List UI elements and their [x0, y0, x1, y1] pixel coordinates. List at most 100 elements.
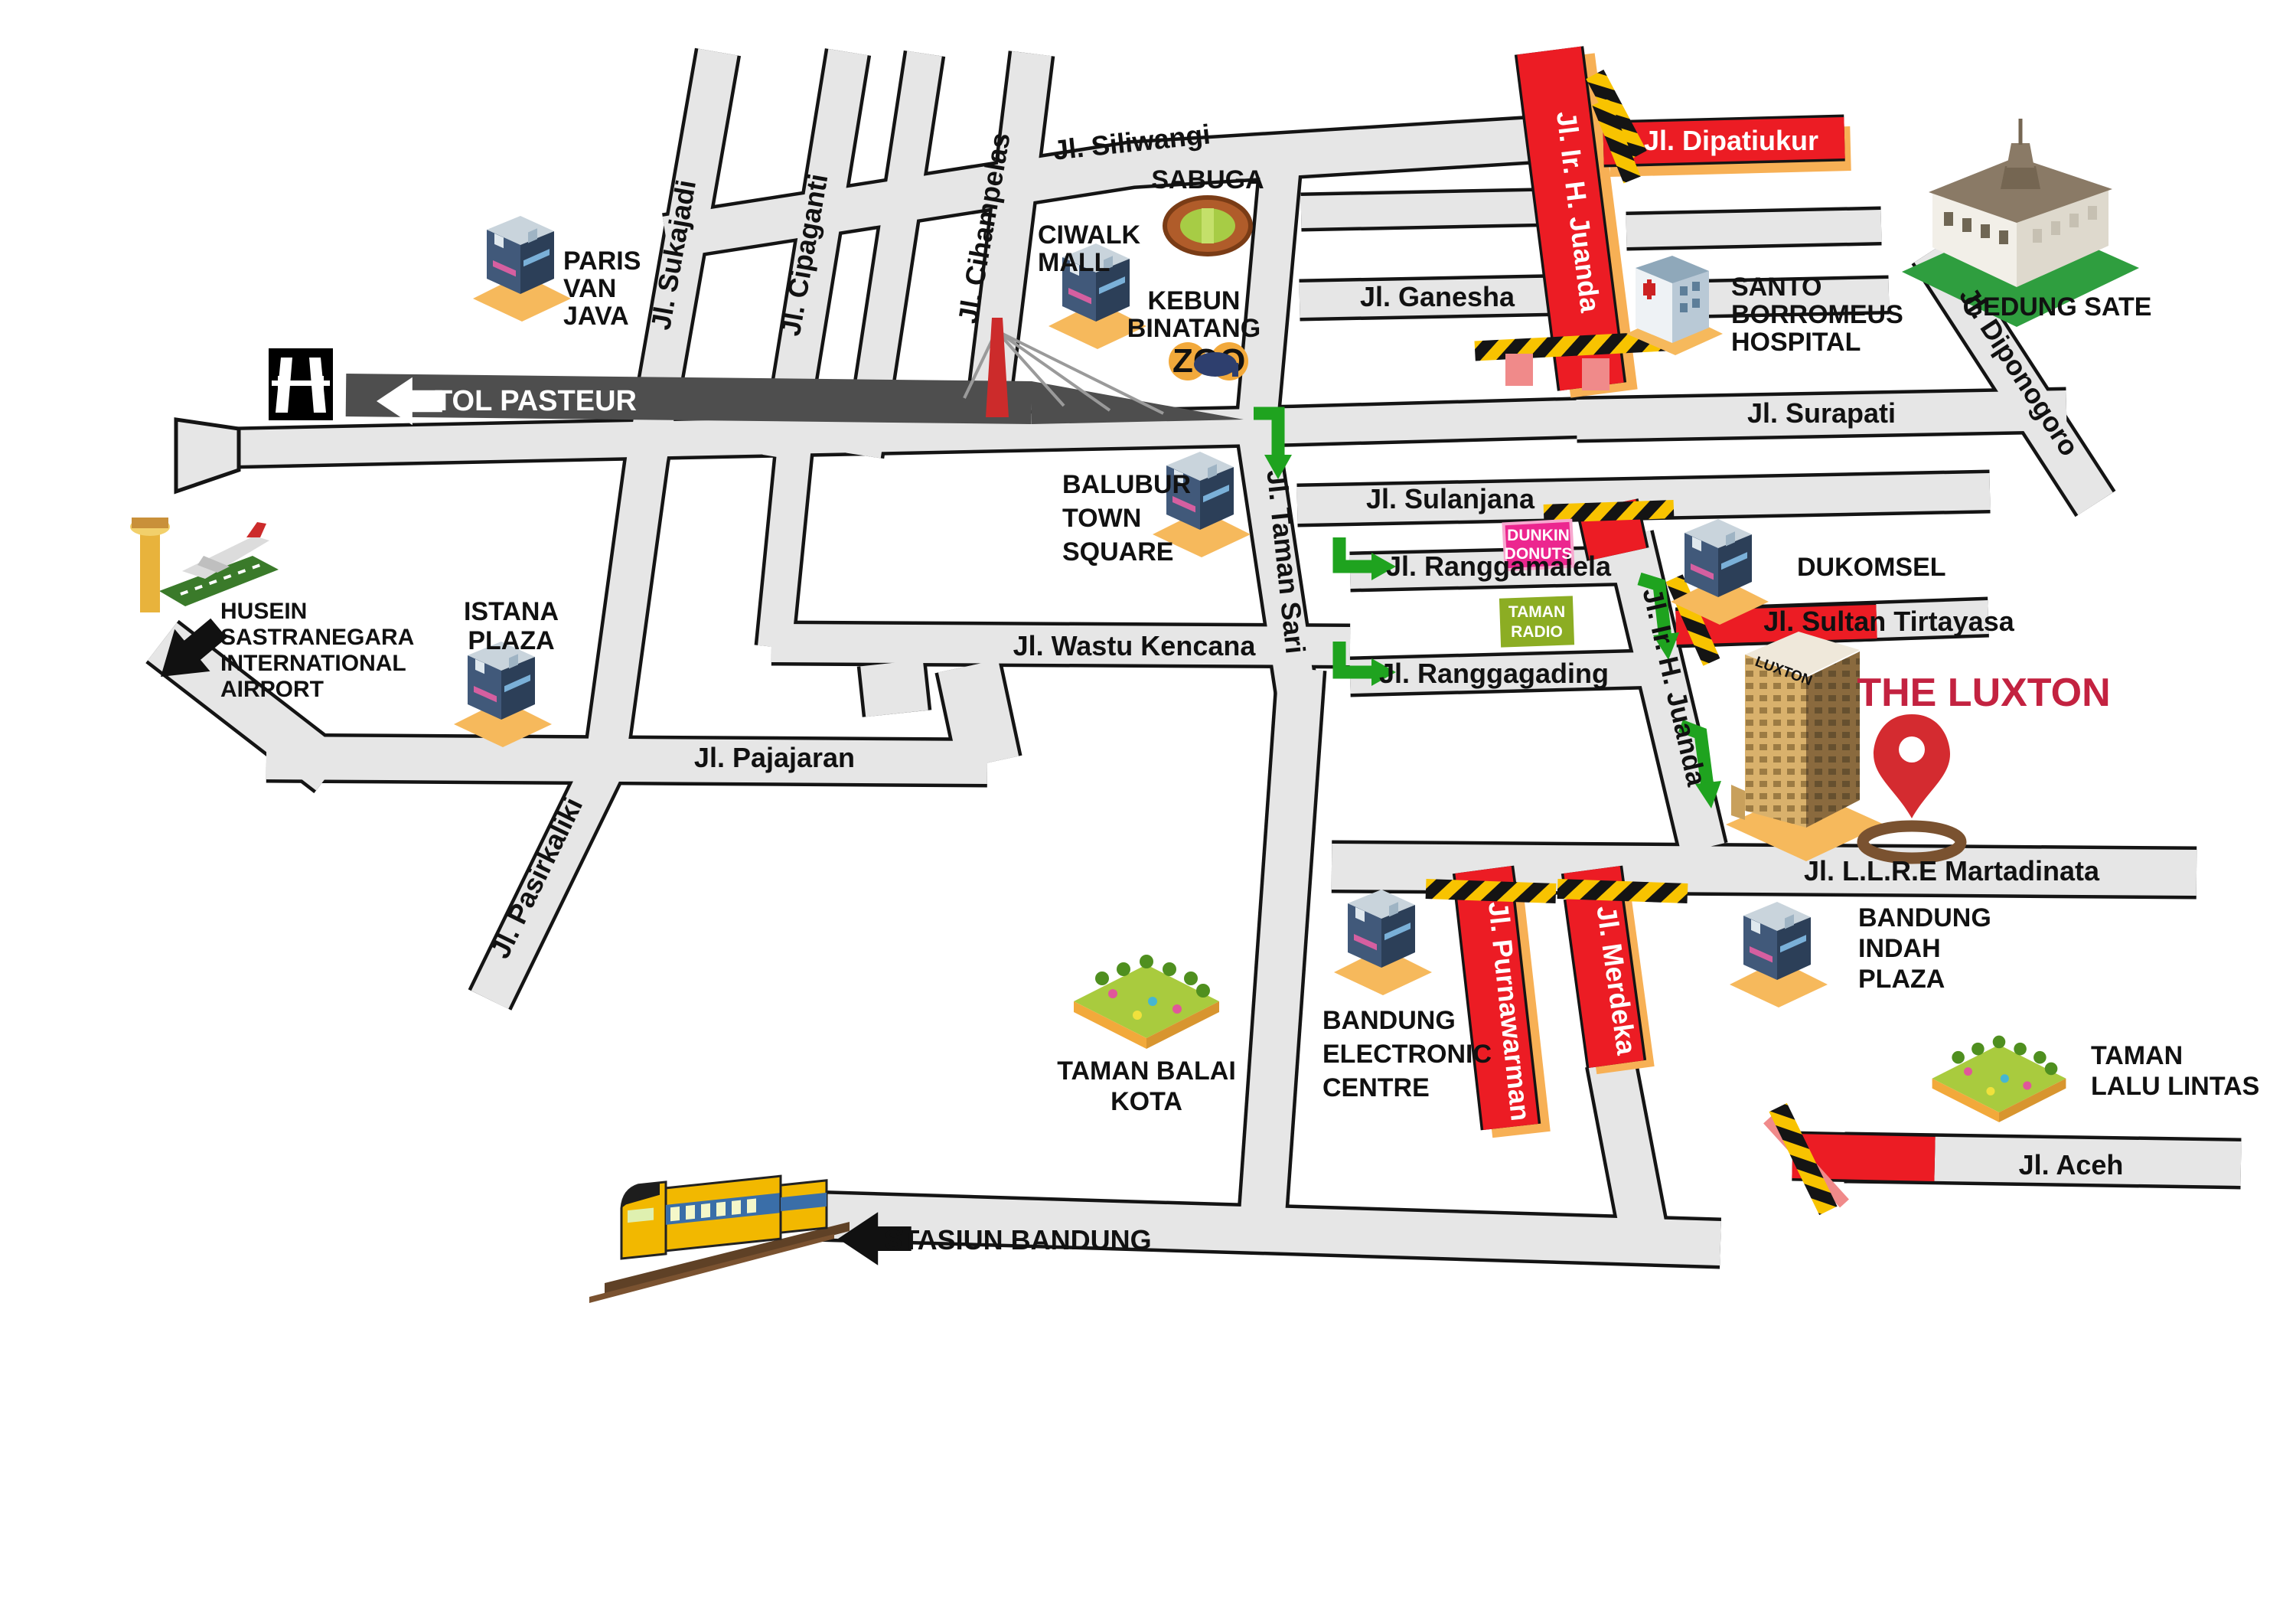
road-sukajadi: [585, 48, 738, 770]
bec-icon: [1334, 890, 1432, 995]
road-dipatiukur: [1603, 117, 1845, 165]
road-surapati: [1576, 390, 2067, 439]
arrowhead-ranggagading: [1371, 658, 1396, 686]
pasteur-ramp-west: [174, 417, 241, 495]
label-taman-radio-1: TAMAN: [1508, 603, 1565, 621]
label-bec-2: ELECTRONIC: [1322, 1040, 1492, 1069]
bridge-icon: [963, 318, 1164, 417]
hazard-juanda-bottom: [1474, 331, 1667, 361]
label-ganesha: Jl. Ganesha: [1360, 281, 1515, 312]
label-bec-1: BANDUNG: [1322, 1006, 1456, 1035]
label-lalu-lintas-2: LALU LINTAS: [2091, 1072, 2259, 1101]
label-martadinata: Jl. L.L.R.E Martadinata: [1804, 855, 2100, 887]
label-borromeus-2: BORROMEUS: [1731, 300, 1903, 329]
label-the-luxton: THE LUXTON: [1857, 671, 2110, 715]
road-pasteur-frontage: [233, 400, 1600, 465]
dunkin-donuts-box: [1502, 518, 1575, 572]
arrow-juanda-1: [1637, 572, 1672, 639]
road-taman-sari: [1237, 155, 1316, 696]
label-balubur-2: TOWN: [1062, 504, 1141, 533]
pink-tab-1: [1505, 354, 1533, 386]
hazard-aceh: [1769, 1102, 1838, 1216]
hazard-dipatiukur: [1592, 98, 1641, 184]
train-icon: [589, 1174, 850, 1303]
road-purnawarman: [1457, 892, 1538, 1131]
road-ranggagading: [1349, 652, 1645, 694]
road-wastu-stub: [860, 659, 928, 717]
label-airport-1: HUSEIN: [220, 599, 307, 624]
road-ganesha: [1299, 277, 1576, 318]
route-arrows: [1254, 407, 1721, 808]
label-ciwalk-2: MALL: [1038, 248, 1110, 277]
label-istana-2: PLAZA: [468, 626, 554, 655]
label-bip-1: BANDUNG: [1858, 903, 1991, 932]
label-borromeus-3: HOSPITAL: [1731, 328, 1861, 357]
label-ciwalk-1: CIWALK: [1038, 220, 1141, 250]
taman-lalu-lintas-icon: [1932, 1035, 2066, 1122]
road-block-e1: [1626, 210, 1882, 247]
label-pvj-3: JAVA: [563, 302, 629, 331]
label-tol-pasteur: TOL PASTEUR: [435, 385, 637, 417]
label-dukomsel: DUKOMSEL: [1797, 553, 1946, 582]
hospital-icon: [1626, 256, 1723, 355]
tol-pasteur-band: [345, 374, 1032, 424]
road-station-link: [1239, 667, 1323, 1238]
label-pvj-1: PARIS: [563, 247, 641, 276]
label-dipatiukur: Jl. Dipatiukur: [1644, 125, 1818, 156]
taman-balai-kota-icon: [1074, 955, 1219, 1049]
hazard-dunkin-junction: [1543, 500, 1675, 523]
road-wastu-kencana: [771, 624, 1351, 665]
label-pajajaran: Jl. Pajajaran: [694, 742, 855, 773]
arrowhead-tamansari: [1264, 455, 1292, 479]
label-dunkin-1: DUNKIN: [1507, 527, 1570, 544]
label-istana-1: ISTANA: [464, 597, 559, 626]
label-sabuga: SABUGA: [1151, 165, 1264, 194]
road-juanda-lower: [1606, 531, 1725, 854]
label-balai-kota-1: TAMAN BALAI: [1057, 1056, 1236, 1086]
road-fills: [148, 48, 2242, 1265]
road-martadinata: [1331, 844, 2197, 896]
zoo-icon: ZOO: [1169, 342, 1248, 380]
label-sultan-tirtayasa: Jl. Sultan Tirtayasa: [1763, 606, 2014, 637]
luxton-building-icon: LUXTON: [1726, 632, 1884, 861]
gedung-sate-icon: [1902, 119, 2139, 327]
hazard-juanda-top: [1586, 69, 1647, 161]
bip-icon: [1730, 902, 1828, 1007]
label-gedung-sate: GEDUNG SATE: [1963, 292, 2152, 322]
road-juanda-upper: [1517, 46, 1624, 391]
arrowhead-juanda-2: [1695, 781, 1721, 808]
paris-van-java-icon: [473, 216, 571, 322]
label-balubur-1: BALUBUR: [1062, 470, 1191, 499]
luxton-pin-icon: [1857, 714, 1967, 864]
hazard-purnawarman: [1425, 879, 1557, 903]
sabuga-icon: [1163, 195, 1253, 256]
label-stasiun-bandung: STASIUN BANDUNG: [884, 1224, 1151, 1256]
arrowhead-ranggamalela: [1371, 553, 1396, 580]
label-aceh: Jl. Aceh: [2019, 1149, 2124, 1181]
label-balubur-3: SQUARE: [1062, 537, 1173, 567]
label-ranggamalela: Jl. Ranggamalela: [1386, 550, 1612, 582]
label-wastu-kencana: Jl. Wastu Kencana: [1013, 630, 1257, 661]
label-airport-4: AIRPORT: [220, 677, 324, 702]
red-road-fills: [1455, 46, 1936, 1181]
arrow-into-ranggagading: [1332, 642, 1373, 679]
arrow-into-tamansari: [1254, 407, 1285, 458]
label-kebun-1: KEBUN: [1148, 286, 1241, 315]
road-tirtayasa-red: [1675, 605, 1877, 645]
label-taman-radio-2: RADIO: [1511, 623, 1563, 641]
road-sulanjana: [1296, 473, 1991, 524]
road-merdeka-red: [1566, 892, 1644, 1068]
label-pvj-2: VAN: [563, 274, 616, 303]
label-bip-2: INDAH: [1858, 934, 1941, 963]
label-ranggagading: Jl. Ranggagading: [1379, 658, 1609, 689]
taman-radio-box: [1499, 596, 1575, 648]
hazard-merdeka: [1557, 879, 1688, 903]
label-lalu-lintas-1: TAMAN: [2091, 1041, 2183, 1070]
motorway-icon: [269, 348, 333, 420]
label-bec-3: CENTRE: [1322, 1073, 1430, 1102]
road-aceh-red: [1792, 1134, 1936, 1181]
hazard-tirtayasa: [1665, 574, 1720, 666]
label-balai-kota-2: KOTA: [1110, 1087, 1182, 1116]
